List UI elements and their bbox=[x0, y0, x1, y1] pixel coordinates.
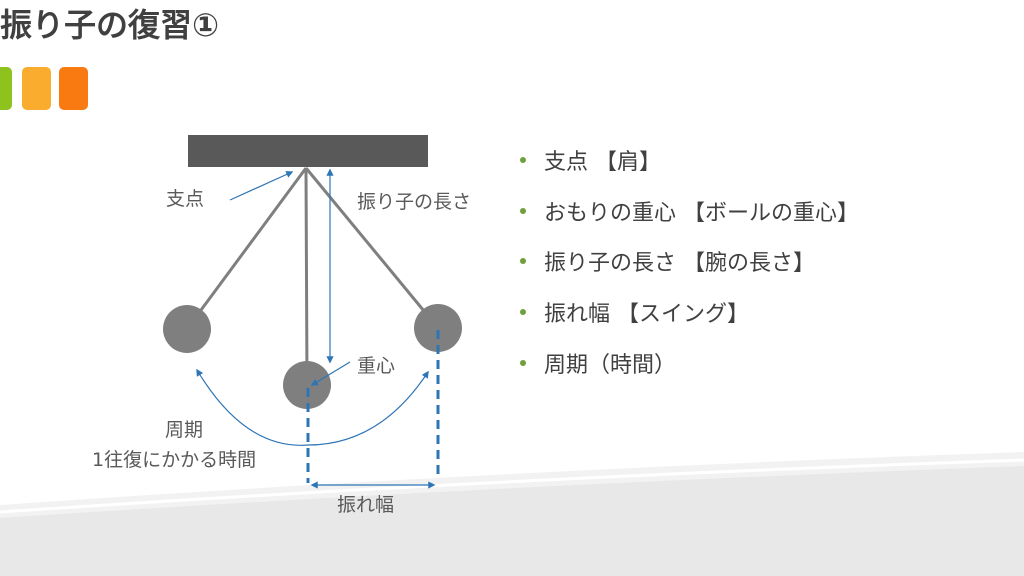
bob-right bbox=[414, 304, 462, 352]
period-label: 周期 bbox=[165, 419, 204, 441]
center-label: 重心 bbox=[357, 355, 396, 377]
bullet-item: 支点 【肩】 bbox=[520, 144, 661, 176]
bullet-dot-icon bbox=[520, 360, 526, 366]
bullet-dot-icon bbox=[520, 309, 526, 315]
slide-title: 振り子の復習① bbox=[0, 6, 220, 44]
bullet-item: 振れ幅 【スイング】 bbox=[520, 296, 749, 328]
accent-square-dark-orange bbox=[59, 67, 88, 110]
rod-left bbox=[185, 167, 308, 330]
period-description: 1往復にかかる時間 bbox=[92, 449, 257, 471]
bullet-text: 振り子の長さ 【腕の長さ】 bbox=[544, 251, 815, 276]
amplitude-label: 振れ幅 bbox=[337, 494, 395, 516]
bullet-dot-icon bbox=[520, 157, 526, 163]
pivot-arrow bbox=[229, 171, 294, 201]
rod-center bbox=[304, 167, 309, 386]
accent-square-orange bbox=[22, 67, 51, 110]
bullet-text: 周期（時間） bbox=[544, 353, 677, 378]
length-label: 振り子の長さ bbox=[357, 191, 472, 213]
bullet-text: 支点 【肩】 bbox=[544, 150, 661, 175]
bob-left bbox=[163, 305, 211, 353]
bullet-text: おもりの重心 【ボールの重心】 bbox=[544, 201, 859, 226]
accent-square-green bbox=[0, 67, 12, 110]
support-bar bbox=[188, 135, 428, 167]
pivot-label: 支点 bbox=[166, 188, 205, 210]
bullet-item: おもりの重心 【ボールの重心】 bbox=[520, 195, 859, 227]
bullet-item: 周期（時間） bbox=[520, 347, 676, 379]
bob-center bbox=[283, 361, 331, 409]
period-arc bbox=[196, 368, 429, 446]
bullet-item: 振り子の長さ 【腕の長さ】 bbox=[520, 245, 815, 277]
bullet-text: 振れ幅 【スイング】 bbox=[544, 302, 749, 327]
bullet-dot-icon bbox=[520, 258, 526, 264]
bullet-dot-icon bbox=[520, 208, 526, 214]
